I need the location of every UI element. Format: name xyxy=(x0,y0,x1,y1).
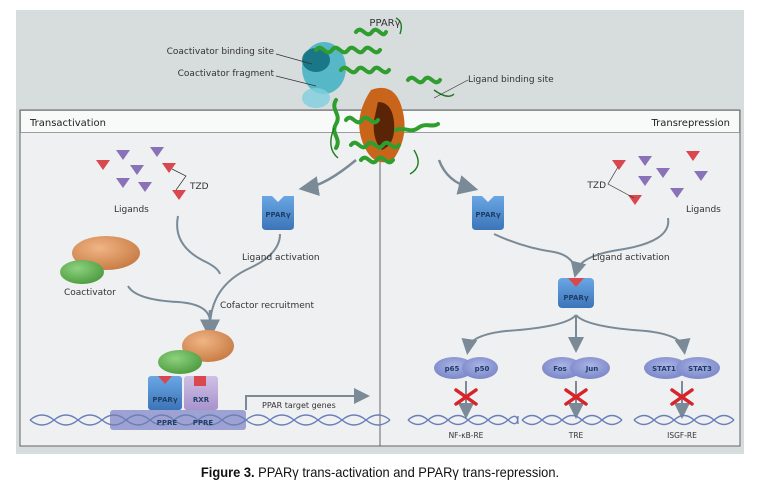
active-ppar-label: PPARγ xyxy=(563,294,588,302)
ppar-label-left: PPARγ xyxy=(265,211,290,219)
callout-line xyxy=(433,79,469,99)
ppre-right-label: PPRE xyxy=(193,419,214,427)
factor-right-label: p50 xyxy=(475,365,490,373)
arrow xyxy=(298,159,357,197)
factor-left-label: STAT1 xyxy=(652,365,676,373)
arrow xyxy=(437,159,479,195)
tzd-pointer xyxy=(171,168,187,191)
transcription-arrow xyxy=(245,388,370,410)
callout-line xyxy=(275,75,317,87)
coactivator-binding-site-label: Coactivator binding site xyxy=(167,47,275,57)
response-element-label: NF-κB-RE xyxy=(449,431,484,440)
factor-right-label: STAT3 xyxy=(688,365,712,373)
transrepression-panel xyxy=(379,109,741,447)
caption-prefix: Figure 3. xyxy=(200,464,255,480)
arrow xyxy=(209,233,281,329)
figure-panel: Transactivation Transrepression PPARγ Co… xyxy=(16,10,744,454)
ligand-cluster-left xyxy=(96,147,186,200)
tzd-label-right: TZD xyxy=(586,181,606,191)
ppre-left-label: PPRE xyxy=(157,419,178,427)
transactivation-header: Transactivation xyxy=(29,118,106,129)
caption-text: PPARγ trans-activation and PPARγ trans-r… xyxy=(254,464,560,480)
factor-group-nfkb xyxy=(434,357,498,379)
dna-strand-nfkb xyxy=(407,414,519,426)
complex-ppar-label: PPARγ xyxy=(152,396,177,404)
factor-group-stat xyxy=(644,357,720,379)
active-ppar-receptor xyxy=(558,278,594,308)
dna-strand-isgf xyxy=(633,414,735,426)
arrow xyxy=(176,215,221,275)
dna-strand-left xyxy=(29,414,391,426)
ppar-receptor-right xyxy=(472,196,504,230)
ppar-structure-icon xyxy=(302,17,455,175)
ligand-activation-label-right: Ligand activation xyxy=(592,253,670,263)
tzd-pointer xyxy=(607,166,635,199)
ligands-label-left: Ligands xyxy=(114,205,149,215)
arrow xyxy=(127,285,211,321)
response-element-label: ISGF-RE xyxy=(667,431,697,440)
ligand-binding-site-label: Ligand binding site xyxy=(468,75,554,85)
factor-right-label: Jun xyxy=(585,365,599,373)
target-genes-label: PPAR target genes xyxy=(262,401,336,410)
ppar-label-right: PPARγ xyxy=(475,211,500,219)
factor-left-label: p65 xyxy=(445,365,460,373)
ligand-cluster-right xyxy=(612,151,708,205)
factor-left-label: Fos xyxy=(553,365,566,373)
transrepression-header: Transrepression xyxy=(650,118,730,129)
coactivator-label: Coactivator xyxy=(64,288,116,298)
complex-rxr-label: RXR xyxy=(193,396,210,404)
figure-caption: Figure 3. PPARγ trans-activation and PPA… xyxy=(30,464,729,480)
callout-line xyxy=(275,53,313,65)
ppre-region xyxy=(110,410,246,430)
coactivator-icon xyxy=(60,236,140,284)
dna-strand-tre xyxy=(521,414,623,426)
ligands-label-right: Ligands xyxy=(686,205,721,215)
diagram-canvas: Transactivation Transrepression PPARγ Co… xyxy=(19,17,741,447)
structure-title: PPARγ xyxy=(369,18,400,29)
ppar-receptor-left xyxy=(262,196,294,230)
block-x-icon xyxy=(454,388,694,406)
ppar-rxr-complex xyxy=(148,330,234,410)
tzd-label-left: TZD xyxy=(189,182,209,192)
cofactor-recruitment-label: Cofactor recruitment xyxy=(220,301,314,311)
arrow xyxy=(461,314,577,355)
factor-group-ap1 xyxy=(542,357,610,379)
ligand-activation-label-left: Ligand activation xyxy=(242,253,320,263)
coactivator-fragment-label: Coactivator fragment xyxy=(178,69,275,79)
arrow xyxy=(575,314,691,355)
response-element-label: TRE xyxy=(568,431,584,440)
arrow xyxy=(570,217,670,278)
